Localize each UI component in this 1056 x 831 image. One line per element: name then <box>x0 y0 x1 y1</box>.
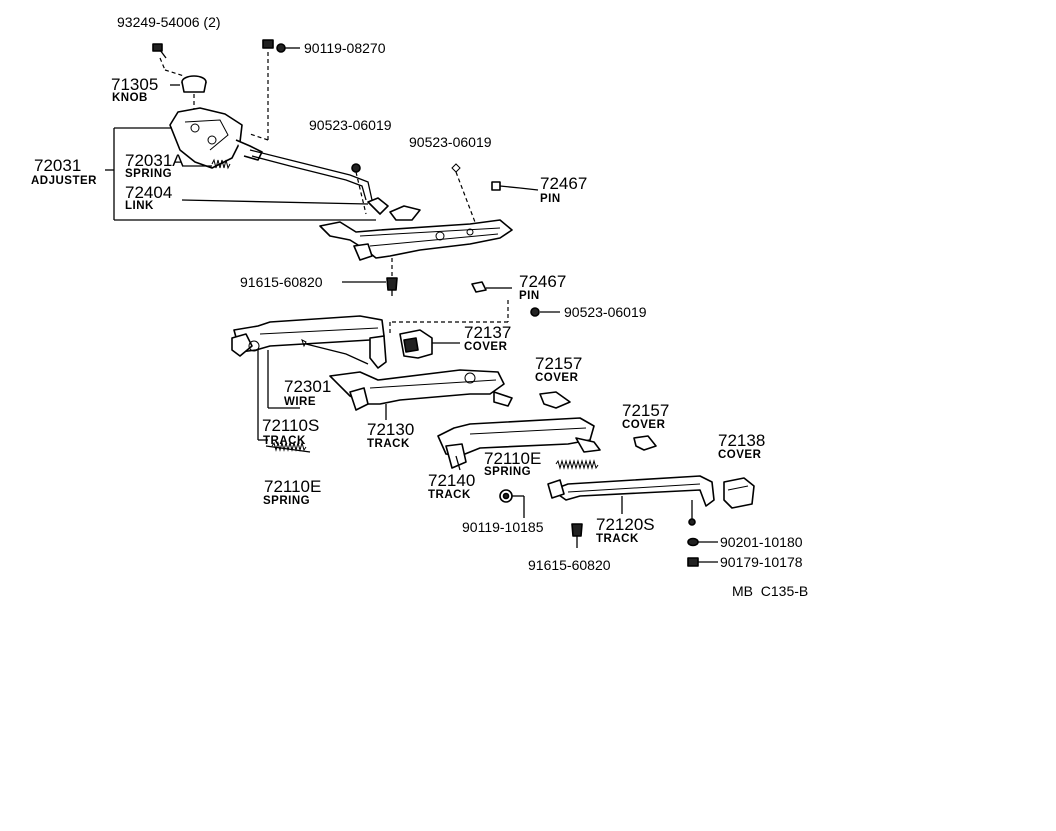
cover-72157-b <box>633 435 657 451</box>
label-cover-4: COVER <box>718 449 762 461</box>
bolt-93249 <box>152 43 185 77</box>
label-90179-10178: 90179-10178 <box>720 554 803 570</box>
nut-90179 <box>687 557 718 567</box>
knob-71305 <box>181 75 207 110</box>
bolt-91615-a <box>386 258 398 296</box>
label-72110e-a: 72110E <box>264 477 321 496</box>
cover-72157-a <box>539 391 571 409</box>
spring-72031a <box>211 158 231 170</box>
label-knob: KNOB <box>112 92 148 104</box>
label-link: LINK <box>125 200 154 212</box>
bolt-90119-08270 <box>249 39 300 141</box>
diagram-code: MB C135-B <box>732 583 808 599</box>
label-90523-06019-c: 90523-06019 <box>564 304 647 320</box>
label-wire: WIRE <box>284 396 316 408</box>
label-72031a: 72031A <box>125 151 184 170</box>
label-72467-b: 72467 <box>519 272 566 291</box>
bolt-90119-10185 <box>499 489 524 503</box>
track-72130 <box>329 369 513 411</box>
label-spring-2: SPRING <box>263 495 310 507</box>
label-72140: 72140 <box>428 471 475 490</box>
bolt-91615-b <box>571 523 583 548</box>
label-adjuster: ADJUSTER <box>31 175 97 187</box>
label-72467-a: 72467 <box>540 174 587 193</box>
cover-72138 <box>723 477 755 509</box>
link-72404 <box>367 197 421 221</box>
label-spring-1: SPRING <box>125 168 172 180</box>
label-72138: 72138 <box>718 431 765 450</box>
label-90119-08270: 90119-08270 <box>304 40 386 56</box>
label-cover-2: COVER <box>535 372 579 384</box>
label-90119-10185: 90119-10185 <box>462 519 544 535</box>
label-72301: 72301 <box>284 377 331 396</box>
leader-lines <box>105 84 623 518</box>
label-93249-54006: 93249-54006 (2) <box>117 14 221 30</box>
label-72157-a: 72157 <box>535 354 582 373</box>
label-pin-1: PIN <box>540 193 561 205</box>
nut-90523-b <box>451 163 479 231</box>
spring-72110e-b <box>555 459 599 470</box>
label-track-2: TRACK <box>263 435 306 447</box>
nut-90523-c <box>530 307 560 317</box>
label-72120s: 72120S <box>596 515 655 534</box>
upper-track-assembly <box>319 219 513 261</box>
label-72404: 72404 <box>125 183 172 202</box>
label-track-3: TRACK <box>428 489 471 501</box>
label-pin-2: PIN <box>519 290 540 302</box>
label-72110s: 72110S <box>262 416 319 435</box>
wire-72301 <box>301 339 369 365</box>
label-72137: 72137 <box>464 323 511 342</box>
track-72120s <box>547 475 715 526</box>
label-71305: 71305 <box>111 75 158 94</box>
nut-90523-a <box>351 163 367 215</box>
pin-72467-b <box>389 281 509 336</box>
washer-90201 <box>687 537 718 547</box>
label-90201-10180: 90201-10180 <box>720 534 803 550</box>
label-track-1: TRACK <box>367 438 410 450</box>
label-spring-3: SPRING <box>484 466 531 478</box>
pin-72467-a <box>491 181 539 191</box>
cover-72137 <box>399 329 433 359</box>
label-72130: 72130 <box>367 420 414 439</box>
track-72110s <box>231 315 387 440</box>
label-72031: 72031 <box>34 156 81 175</box>
adjuster-72031 <box>169 107 373 201</box>
label-72110e-b: 72110E <box>484 449 541 468</box>
label-track-4: TRACK <box>596 533 639 545</box>
label-91615-60820-b: 91615-60820 <box>528 557 611 573</box>
spring-72110e-a <box>265 441 311 453</box>
label-90523-06019-a: 90523-06019 <box>309 117 392 133</box>
label-91615-60820-a: 91615-60820 <box>240 274 323 290</box>
label-cover-3: COVER <box>622 419 666 431</box>
label-72157-b: 72157 <box>622 401 669 420</box>
label-90523-06019-b: 90523-06019 <box>409 134 492 150</box>
label-cover-1: COVER <box>464 341 508 353</box>
